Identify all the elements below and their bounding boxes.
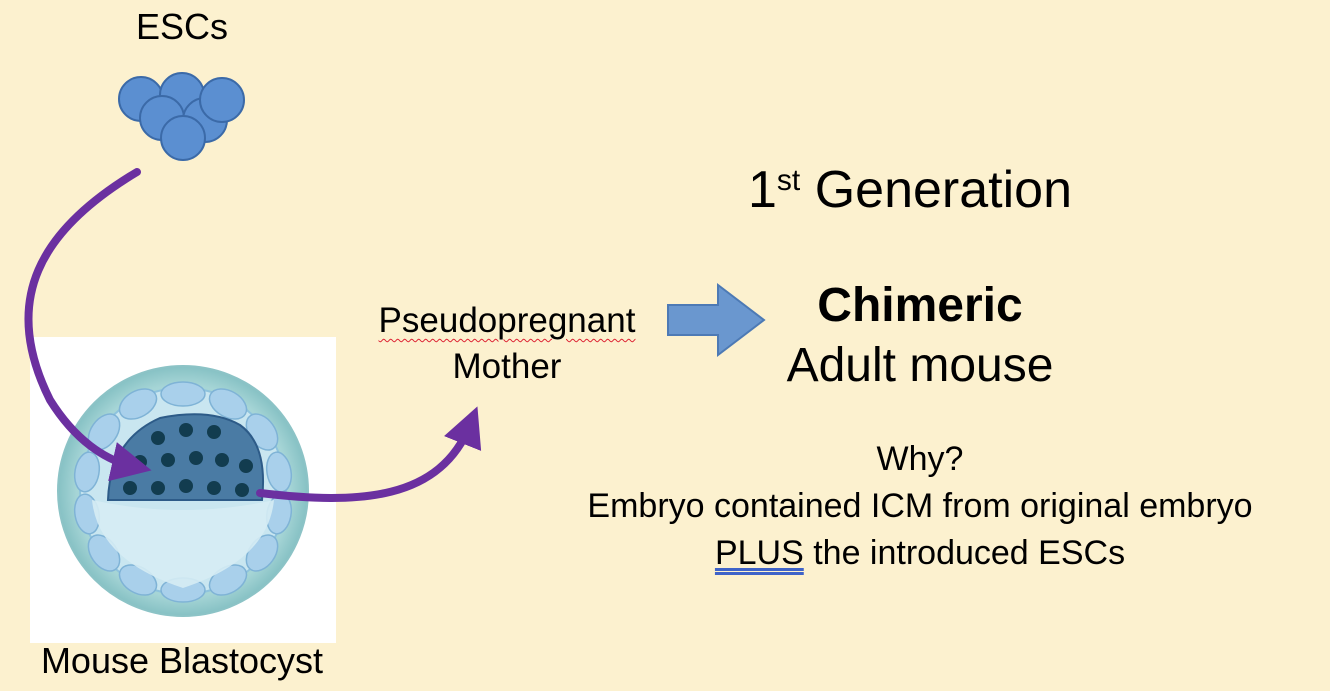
explanation-line2: PLUS the introduced ESCs (520, 534, 1320, 573)
why-label: Why? (876, 440, 964, 478)
purple-arrow-blastocyst-to-mother (256, 406, 482, 502)
blastocyst-label: Mouse Blastocyst (40, 640, 324, 681)
blastocyst-illustration (57, 365, 309, 617)
generation-word: Generation (814, 161, 1072, 219)
plus-word: PLUS (714, 534, 804, 572)
generation-heading: 1st Generation (700, 160, 1120, 220)
purple-arrow-escs-to-blastocyst (24, 168, 152, 482)
esc-cell (160, 115, 206, 161)
explanation-line1: Embryo contained ICM from original embry… (587, 487, 1253, 525)
mother-label: Pseudopregnant Mother (348, 298, 666, 390)
chimeric-label: Chimeric (817, 279, 1023, 332)
generation-number: 1 (747, 161, 777, 219)
pseudopregnant-text: Pseudopregnant (378, 301, 636, 340)
generation-suffix: st (776, 164, 801, 197)
esc-cell (199, 77, 245, 123)
escs-label: ESCs (135, 6, 229, 47)
esc-cluster (118, 72, 245, 161)
block-arrow-right (667, 282, 766, 358)
explanation-rest: the introduced ESCs (813, 534, 1126, 572)
mother-text: Mother (452, 347, 562, 386)
adult-mouse-label: Adult mouse (786, 339, 1054, 392)
